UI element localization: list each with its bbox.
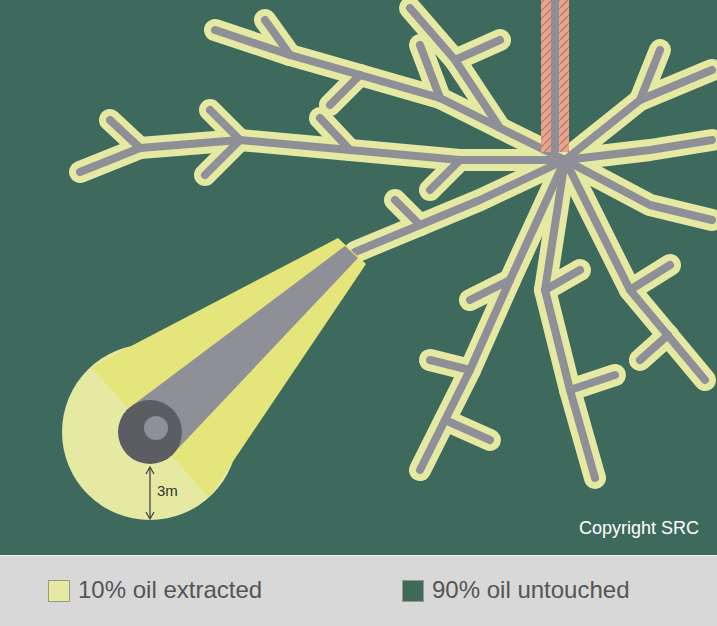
horizontal-pipe [470, 280, 510, 300]
dimension-label: 3m [157, 482, 178, 499]
horizontal-pipe [565, 160, 712, 220]
extracted-halo [410, 8, 500, 128]
legend-text: 90% oil untouched [432, 576, 629, 604]
legend-swatch [402, 580, 424, 602]
horizontal-pipe [430, 160, 460, 190]
horizontal-pipe [420, 45, 440, 98]
extracted-halo [570, 375, 615, 390]
horizontal-pipe [420, 160, 565, 470]
horizontal-pipe [110, 120, 140, 148]
extracted-halo [110, 120, 140, 148]
extracted-halo [455, 40, 500, 60]
extracted-halo [430, 160, 460, 190]
legend-text: 10% oil extracted [78, 576, 262, 604]
dimension-line [149, 468, 150, 518]
extracted-halo [80, 140, 565, 172]
extracted-halo [640, 335, 668, 360]
horizontal-pipe [565, 70, 712, 160]
horizontal-pipe [395, 200, 420, 225]
horizontal-pipe [545, 270, 580, 290]
horizontal-pipe [430, 360, 470, 370]
wellbore [541, 0, 569, 152]
horizontal-pipe [630, 265, 670, 290]
legend-band [0, 555, 717, 626]
reservoir-ground [0, 0, 717, 555]
horizontal-pipe [445, 420, 490, 440]
legend-divider [0, 555, 717, 556]
extracted-halo [210, 110, 240, 140]
copyright-note: Copyright SRC [579, 518, 699, 539]
horizontal-pipe [330, 75, 360, 105]
horizontal-pipe [640, 50, 660, 100]
legend-swatch [48, 580, 70, 602]
extracted-halo [445, 420, 490, 440]
extracted-halo [430, 360, 470, 370]
horizontal-pipe [570, 375, 615, 390]
extracted-halo [330, 75, 360, 105]
extracted-halo [630, 265, 670, 290]
extracted-halo [395, 200, 420, 225]
horizontal-pipe [640, 335, 668, 360]
horizontal-pipe [410, 8, 500, 128]
magnified-pipe [62, 238, 366, 520]
horizontal-pipe [265, 20, 290, 55]
horizontal-pipe [320, 118, 350, 150]
horizontal-pipe [205, 140, 240, 175]
extracted-zone [80, 8, 712, 478]
horizontal-pipe [455, 40, 500, 60]
horizontal-pipe [210, 110, 240, 140]
horizontal-pipe [80, 140, 565, 172]
